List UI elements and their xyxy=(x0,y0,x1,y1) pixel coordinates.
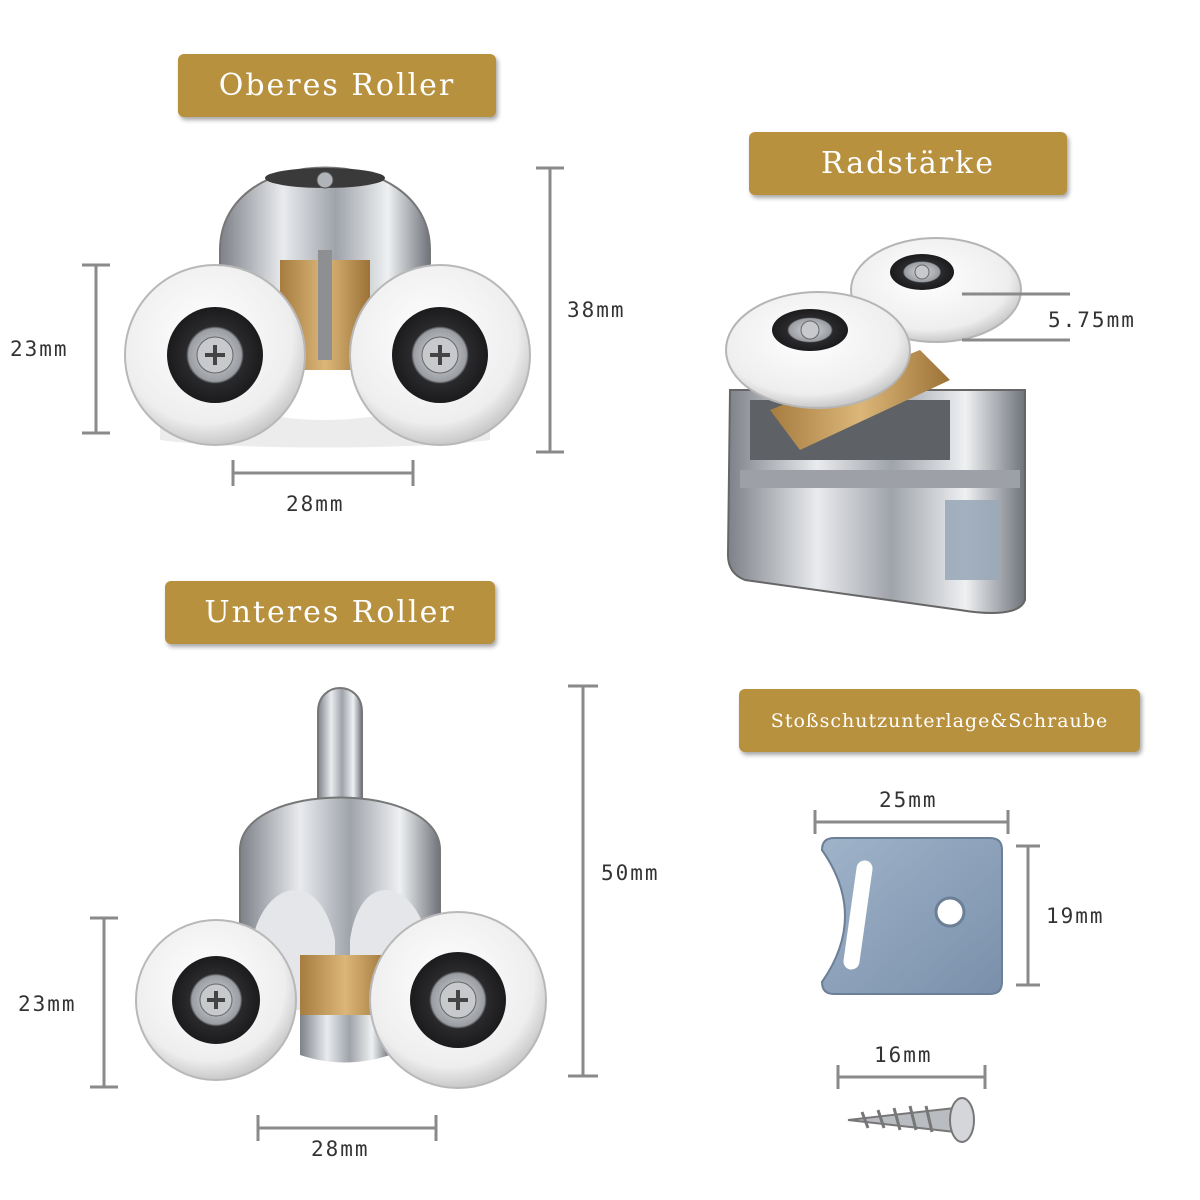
bumper-pad-image xyxy=(820,837,1003,995)
bottom-roller-dimension-lines xyxy=(90,684,598,1141)
bottom-roller-small-height: 23mm xyxy=(18,992,77,1016)
screw-image xyxy=(847,1097,975,1143)
pad-screw-dimension-lines xyxy=(813,810,1040,1089)
bottom-roller-image xyxy=(135,687,547,1089)
top-roller-dimension-lines xyxy=(82,166,564,486)
top-roller-image xyxy=(124,166,531,448)
wheel-thickness-dimension-lines xyxy=(962,292,1070,342)
pad-height: 19mm xyxy=(1046,904,1105,928)
top-roller-small-height: 23mm xyxy=(10,337,69,361)
top-roller-label: Oberes Roller xyxy=(178,54,496,117)
pad-width: 25mm xyxy=(879,788,938,812)
bottom-roller-width: 28mm xyxy=(311,1137,370,1161)
top-roller-width: 28mm xyxy=(286,492,345,516)
wheel-thickness-label: Radstärke xyxy=(749,132,1067,195)
pad-screw-label: Stoßschutzunterlage&Schraube xyxy=(739,689,1140,752)
top-roller-height: 38mm xyxy=(567,298,626,322)
bottom-roller-label: Unteres Roller xyxy=(165,581,495,644)
wheel-thickness-image xyxy=(725,237,1026,614)
wheel-thickness-value: 5.75mm xyxy=(1048,308,1136,332)
bottom-roller-height: 50mm xyxy=(601,861,660,885)
screw-length: 16mm xyxy=(874,1043,933,1067)
